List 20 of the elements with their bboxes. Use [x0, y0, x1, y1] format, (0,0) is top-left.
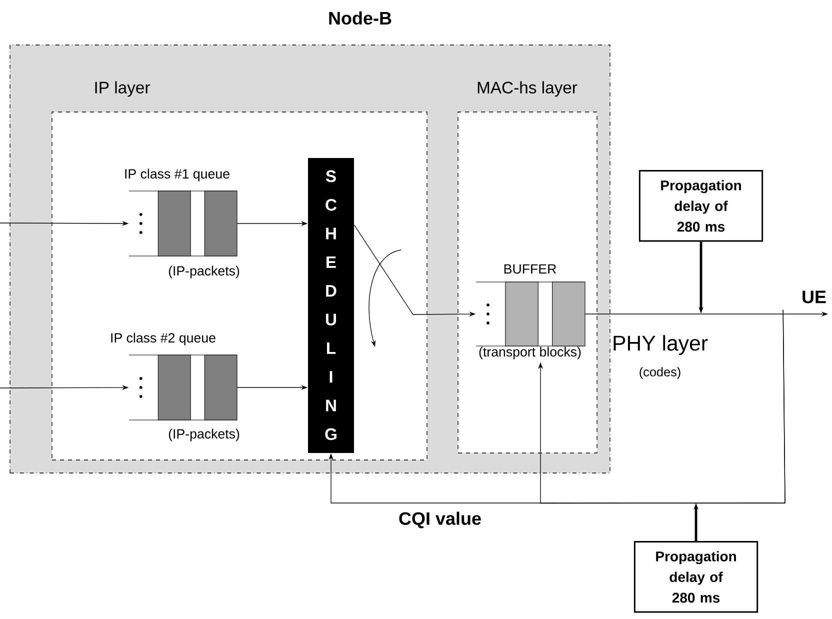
node-label: MAC-hs layer	[478, 81, 578, 97]
layer-label: PHY layer	[614, 335, 708, 355]
node-label: BUFFER	[504, 264, 556, 274]
endpoint-label: UE	[802, 290, 826, 304]
scheduler-bar: SCHEDULING	[308, 158, 354, 453]
signal-label: CQI value	[399, 512, 481, 528]
node-label: IP layer	[95, 81, 150, 97]
queue: BUFFER (transport blocks)	[476, 264, 586, 360]
queue: IP class #2 queue (IP-packets)	[111, 332, 240, 442]
node-label: (IP-packets)	[168, 428, 240, 442]
node-label: (transport blocks)	[479, 346, 581, 360]
node-label: IP class #1 queue	[125, 168, 230, 182]
node-label: IP class #2 queue	[111, 332, 216, 346]
arrow	[538, 310, 786, 504]
queue: IP class #1 queue (IP-packets)	[125, 168, 240, 278]
delay-box: Propagation delay of 280 ms	[634, 541, 758, 613]
node-label: Node-B	[329, 11, 392, 25]
node-label: (IP-packets)	[168, 266, 240, 278]
unit-label: (codes)	[640, 367, 680, 379]
delay-box: Propagation delay of 280 ms	[638, 170, 764, 242]
